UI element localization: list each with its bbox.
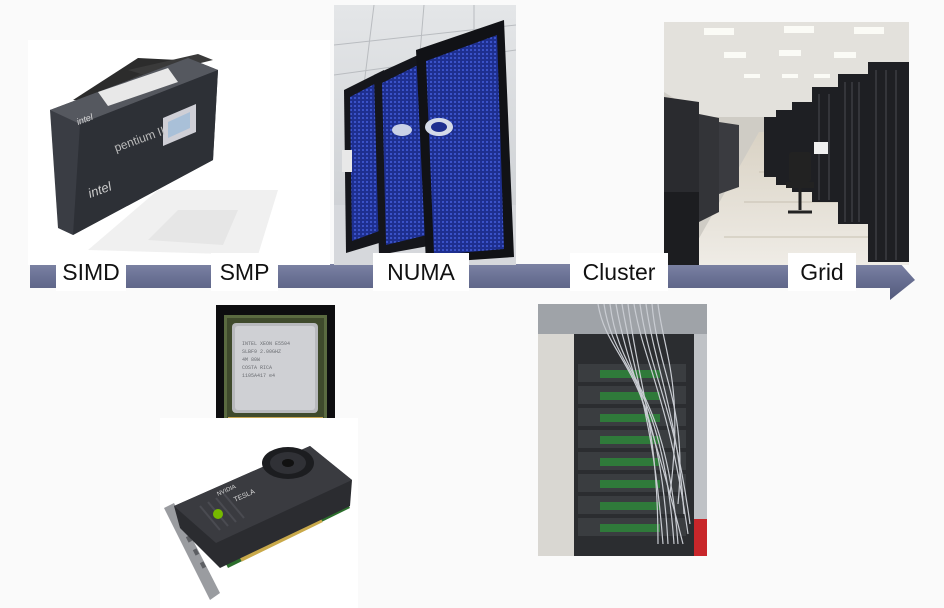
svg-text:COSTA RICA: COSTA RICA — [242, 365, 272, 371]
cpu-chip-photo: INTEL XEON E5504 SLBF9 2.00GHZ 4M 80W CO… — [216, 305, 335, 432]
stage-label-grid: Grid — [788, 253, 856, 291]
gpu-card-photo: NVIDIA TESLA — [160, 418, 358, 608]
numa-server-racks-photo — [334, 5, 516, 265]
svg-text:INTEL XEON E5504: INTEL XEON E5504 — [242, 341, 290, 347]
datacenter-grid-photo — [664, 22, 909, 265]
cluster-rack-photo — [538, 304, 707, 556]
stage-label-smp: SMP — [211, 253, 278, 291]
svg-text:SLBF9 2.00GHZ: SLBF9 2.00GHZ — [242, 349, 281, 355]
svg-text:4M 80W: 4M 80W — [242, 357, 260, 363]
pentium-cartridge-photo: pentium II intel intel — [28, 40, 330, 265]
stage-label-numa: NUMA — [373, 253, 469, 291]
svg-text:1105A417 e4: 1105A417 e4 — [242, 373, 275, 379]
stage-label-simd: SIMD — [56, 253, 126, 291]
stage-label-cluster: Cluster — [570, 253, 668, 291]
